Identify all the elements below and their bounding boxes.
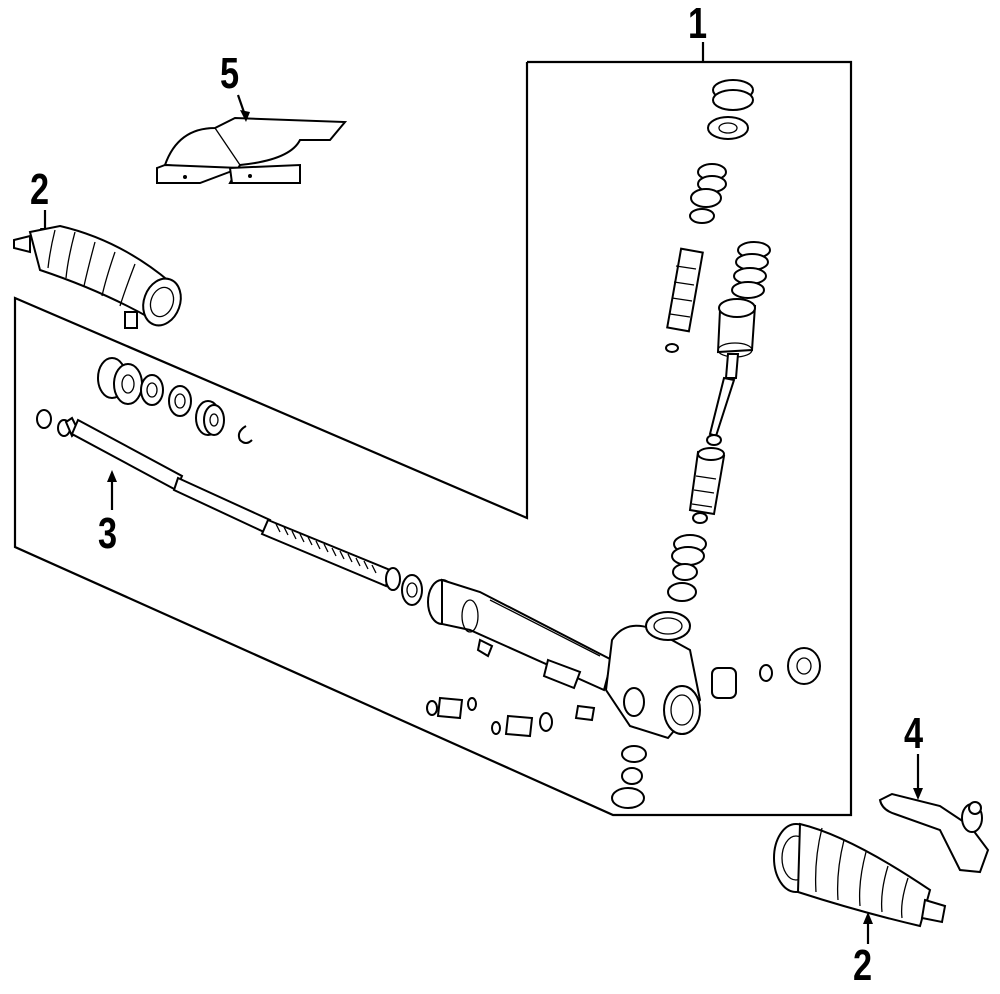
- callout-outer-boot-right: 2: [853, 941, 873, 990]
- pinion-seal-stack: [689, 79, 754, 224]
- callout-outer-tie-rod-end: 4: [904, 709, 924, 758]
- adjuster-plug-part: [711, 647, 821, 699]
- rack-housing-part: [427, 578, 614, 692]
- callout-mount-bracket: 5: [220, 49, 240, 98]
- callout-outer-boot-left: 2: [30, 165, 50, 214]
- line-fittings-part: [426, 696, 596, 738]
- mount-bracket-part: [156, 94, 348, 184]
- outer-boot-right-part: [773, 822, 947, 944]
- callout-inner-tie-rod: 3: [98, 509, 118, 558]
- lower-pinion-bearings: [667, 534, 707, 602]
- pinion-shaft-part: [688, 447, 726, 524]
- rack-shaft-part: [260, 518, 423, 606]
- bushing-washer-set: [36, 357, 253, 444]
- outer-boot-left-part: [13, 210, 182, 329]
- valve-spool-part: [665, 247, 704, 353]
- lower-cover-stack: [611, 745, 647, 809]
- outer-tie-rod-end-part: [878, 754, 990, 874]
- valve-body-part: [604, 611, 702, 740]
- inner-tie-rod-part: [57, 416, 272, 534]
- callout-rack-gear-assembly: 1: [688, 0, 708, 48]
- pinion-bearing-stack: [706, 241, 771, 446]
- assembly-group-outline: [13, 60, 853, 817]
